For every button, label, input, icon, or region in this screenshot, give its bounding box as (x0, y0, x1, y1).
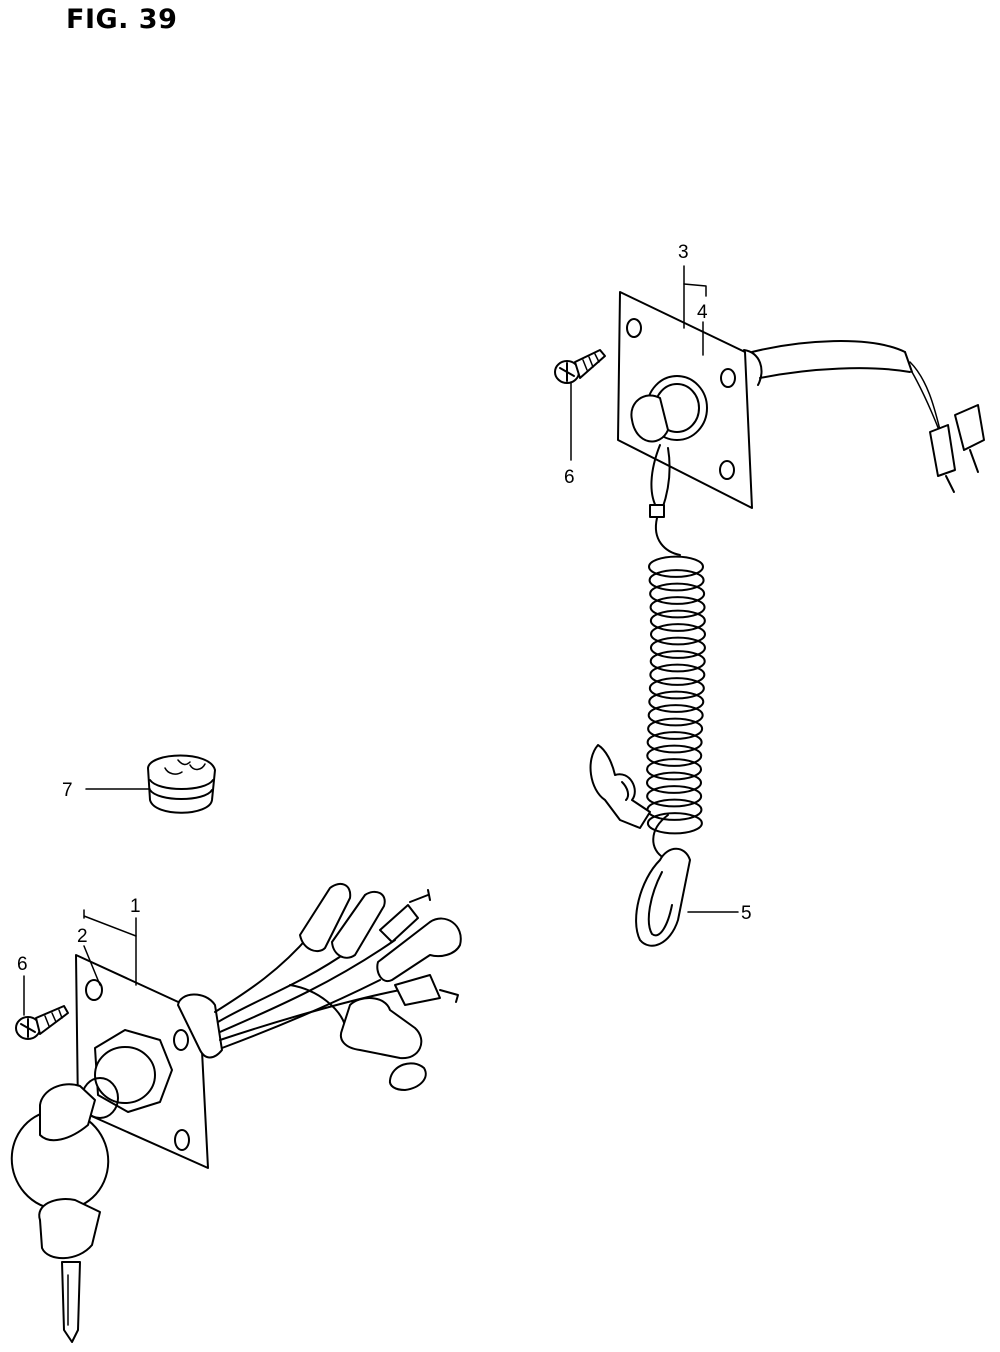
callout-1: 1 (130, 896, 141, 917)
lanyard-clip (589, 744, 651, 829)
callout-3: 3 (678, 242, 689, 263)
coil-loop (649, 650, 706, 673)
connector-pin (409, 889, 431, 903)
callout-7: 7 (62, 780, 73, 801)
connector-pin (439, 989, 459, 1003)
switch-cable-end (904, 351, 913, 373)
carabiner-gate (647, 871, 673, 937)
ignition-switch-barrel (94, 1046, 156, 1104)
coil-loop (646, 744, 703, 767)
coil-loop (647, 704, 704, 727)
callout-6-bottom: 6 (17, 954, 28, 975)
callout-5: 5 (741, 903, 752, 924)
callout-2: 2 (77, 926, 88, 947)
wire-harness (217, 949, 351, 1023)
callout-4: 4 (697, 302, 708, 323)
screw-cross (20, 1018, 36, 1038)
switch-wire (909, 361, 941, 431)
lanyard-cord (654, 517, 681, 556)
bullet-connector (379, 904, 419, 943)
coil-loop (648, 555, 704, 578)
stop-switch-cap (630, 394, 669, 443)
screw-shank (35, 1005, 69, 1035)
switch-rear-boss (743, 349, 763, 386)
terminal-cover (376, 917, 462, 983)
coil-loop (649, 636, 706, 659)
spare-key-head (38, 1198, 101, 1260)
plate-hole (85, 979, 103, 1001)
terminal-sleeve (340, 997, 423, 1060)
ignition-switch-assembly (10, 882, 462, 1343)
screw-thread (44, 1009, 63, 1027)
stop-switch-assembly (589, 291, 985, 947)
terminal-cover (331, 890, 386, 959)
switch-cable (759, 367, 911, 379)
switch-rear-housing (177, 993, 223, 1059)
wire-connector (954, 404, 985, 451)
connector-pin (945, 475, 955, 493)
screw-thread (582, 353, 600, 371)
coil-loop (648, 569, 705, 592)
screw-cross (559, 362, 575, 382)
coil-loop (648, 677, 705, 700)
leader-bracket-3 (683, 283, 707, 297)
screw-top (554, 349, 606, 384)
switch-cable (751, 340, 906, 353)
plate-hole (719, 460, 735, 480)
terminal-sleeve-end (388, 1062, 427, 1091)
spare-key-blade (61, 1261, 81, 1343)
plate-hole (626, 318, 642, 338)
wire-harness (221, 979, 381, 1049)
coil-loop (649, 596, 706, 619)
lanyard-crimp (649, 504, 665, 518)
callout-6-top: 6 (564, 467, 575, 488)
coil-loop (649, 663, 706, 686)
plate-hole (173, 1029, 189, 1051)
coil-loop (648, 690, 705, 713)
wire-harness (214, 934, 311, 1013)
screw-bottom (15, 1005, 69, 1040)
bullet-connector (394, 974, 441, 1006)
terminal-cover (299, 882, 352, 953)
coil-loop (649, 582, 706, 605)
cap-assembly (147, 754, 216, 814)
coil-loop (647, 717, 704, 740)
coil-loop (646, 758, 703, 781)
connector-pin (969, 449, 979, 473)
cap-ridge (149, 779, 214, 790)
wire-connector (929, 424, 956, 477)
screw-shank (574, 349, 606, 379)
cap-marking (164, 759, 206, 775)
coil-loop (646, 785, 703, 808)
leader-lines (23, 265, 739, 1016)
figure-title: FIG. 39 (66, 4, 178, 35)
ignition-key-head (39, 1083, 96, 1142)
leader-bracket-1 (83, 909, 137, 937)
wire-harness (289, 984, 346, 1026)
coil-loop (646, 812, 703, 835)
coil-loop (649, 609, 706, 632)
lanyard-link-lower (652, 814, 669, 859)
coil-loop (649, 623, 706, 646)
plate-hole (174, 1129, 190, 1151)
wire-harness (219, 939, 396, 1033)
clip-slot (621, 781, 630, 801)
coil-loop (646, 731, 703, 754)
coil-loop (646, 771, 703, 794)
cap-ridge (149, 789, 213, 800)
leader-2 (83, 945, 101, 986)
coiled-lanyard-cord (646, 555, 706, 835)
plate-hole (720, 368, 736, 388)
